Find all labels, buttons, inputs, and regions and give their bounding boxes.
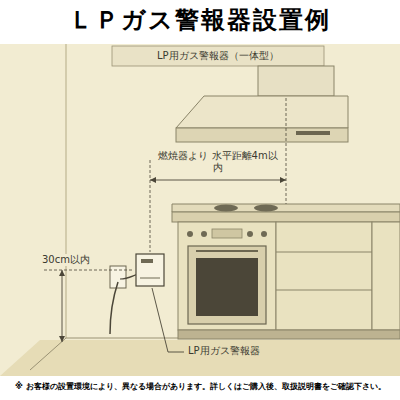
arrowhead — [59, 336, 65, 342]
panel-label: LP用ガス警報器（一体型） — [157, 50, 279, 62]
floor — [0, 340, 400, 376]
burner — [254, 205, 278, 212]
hood-switch — [296, 131, 330, 135]
alarm-grille — [140, 278, 160, 279]
dimension-line — [44, 270, 134, 271]
wall — [0, 44, 400, 376]
hood-body — [176, 96, 348, 128]
hood-front — [176, 128, 348, 142]
counter-top — [172, 204, 400, 212]
callout-label: LP用ガス警報器 — [186, 345, 262, 357]
gas-alarm — [136, 254, 164, 286]
caption: ※ お客様の設置環境により、異なる場合があります。詳しくはご購入後、取扱説明書を… — [15, 382, 386, 392]
counter-edge — [172, 212, 400, 222]
cabinet — [372, 222, 400, 330]
alarm-cord — [120, 274, 138, 279]
oven-handle — [196, 250, 258, 252]
title: ＬＰガス警報器設置例 — [69, 6, 331, 35]
floor-line — [66, 338, 180, 339]
drawer-line — [276, 290, 372, 291]
wall-corner — [66, 44, 67, 338]
label-panel — [112, 46, 324, 66]
distance-label: 燃焼器より 水平距離4m以内 — [156, 150, 280, 174]
dimension-arrow — [62, 270, 63, 342]
floor-edge — [30, 338, 66, 370]
oven-door — [188, 246, 266, 324]
toe-kick — [178, 330, 400, 339]
hood-duct — [258, 66, 334, 96]
arrowhead — [150, 177, 156, 183]
leader-line — [152, 288, 184, 352]
arrowhead — [59, 270, 65, 276]
dimension-line — [286, 98, 287, 204]
alarm-lamp — [141, 259, 153, 263]
oven-display — [212, 229, 242, 238]
wall-outlet — [110, 266, 126, 288]
arrowhead — [280, 177, 286, 183]
height-label: 30cm以内 — [40, 254, 92, 266]
oven-window — [196, 258, 258, 316]
oven — [178, 222, 276, 330]
drawer-line — [276, 252, 372, 253]
cabinet — [276, 222, 372, 330]
dimension-line — [150, 160, 151, 252]
dimension-arrow — [150, 180, 286, 181]
burner — [214, 205, 238, 212]
power-cord — [110, 282, 118, 334]
